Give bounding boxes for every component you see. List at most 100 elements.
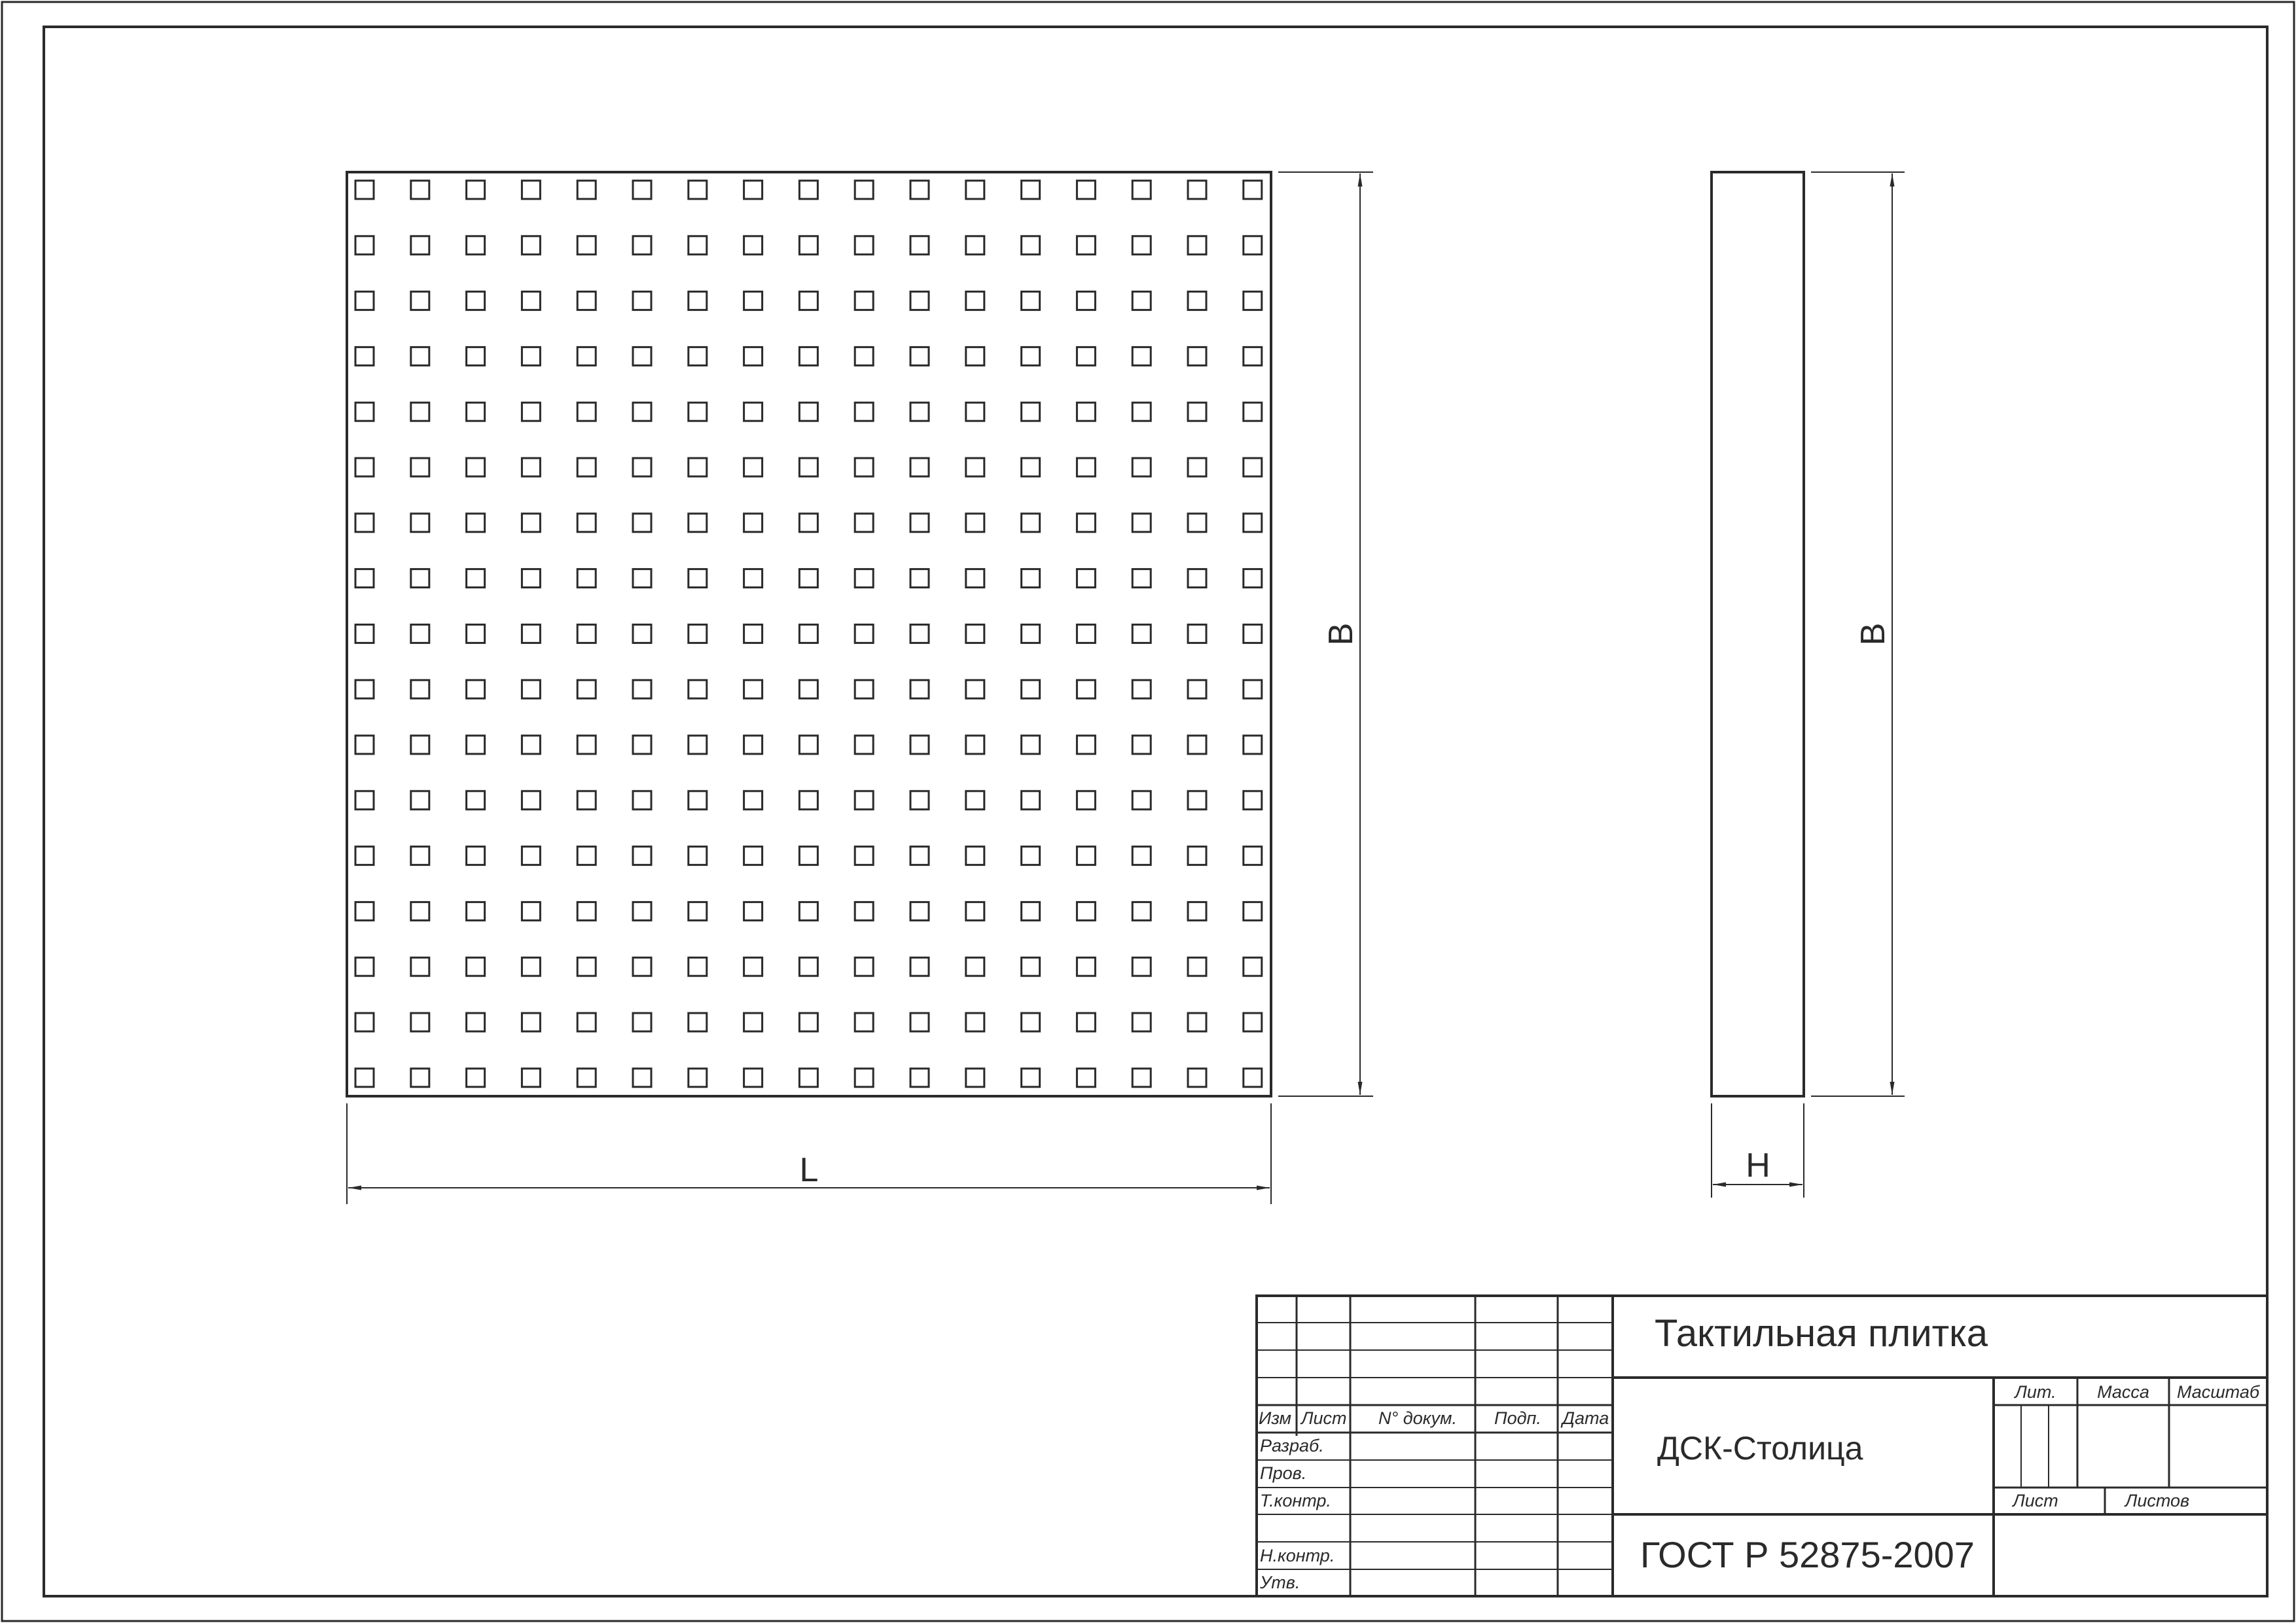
- role-tkontr: Т.контр.: [1260, 1491, 1331, 1510]
- dimension-label-b-plan: B: [1322, 623, 1360, 646]
- tactile-stud: [965, 512, 986, 533]
- tactile-stud: [853, 956, 874, 977]
- tactile-stud: [1075, 457, 1096, 478]
- tactile-stud: [520, 512, 541, 533]
- tactile-stud: [1020, 291, 1041, 312]
- tactile-stud: [1187, 291, 1208, 312]
- tactile-stud: [798, 512, 819, 533]
- tactile-stud: [520, 457, 541, 478]
- tactile-stud: [1242, 734, 1263, 755]
- tactile-stud: [1131, 901, 1152, 921]
- tactile-stud: [1020, 734, 1041, 755]
- tactile-stud: [798, 901, 819, 921]
- tactile-stud: [1131, 179, 1152, 200]
- tactile-stud: [1187, 401, 1208, 422]
- tactile-stud: [354, 235, 375, 256]
- tactile-stud: [465, 179, 486, 200]
- tactile-stud: [520, 734, 541, 755]
- tactile-stud: [576, 790, 597, 811]
- tactile-stud: [743, 790, 764, 811]
- tactile-stud: [520, 235, 541, 256]
- tactile-stud: [1242, 901, 1263, 921]
- dimension-label-h: H: [1746, 1147, 1770, 1185]
- tactile-stud: [354, 179, 375, 200]
- tactile-stud: [909, 512, 930, 533]
- tactile-stud: [853, 457, 874, 478]
- tactile-stud: [632, 235, 653, 256]
- tactile-stud: [1187, 1012, 1208, 1033]
- tactile-stud: [410, 679, 431, 700]
- title-block-outline: [1255, 1294, 2269, 1597]
- tactile-stud: [798, 235, 819, 256]
- role-prov: Пров.: [1260, 1463, 1306, 1483]
- tactile-stud: [1242, 179, 1263, 200]
- tactile-stud: [410, 901, 431, 921]
- tactile-stud: [354, 734, 375, 755]
- tactile-stud: [909, 457, 930, 478]
- tactile-stud: [520, 623, 541, 644]
- tactile-stud: [410, 568, 431, 589]
- tactile-stud: [1187, 901, 1208, 921]
- tactile-stud: [1075, 401, 1096, 422]
- tactile-stud: [354, 401, 375, 422]
- tactile-stud: [853, 901, 874, 921]
- tactile-stud: [965, 235, 986, 256]
- tactile-stud: [965, 291, 986, 312]
- tactile-stud: [743, 846, 764, 866]
- tactile-stud: [853, 512, 874, 533]
- tactile-stud: [1020, 623, 1041, 644]
- tactile-stud: [1187, 679, 1208, 700]
- role-utv: Утв.: [1259, 1573, 1300, 1592]
- tactile-stud: [965, 846, 986, 866]
- tactile-stud: [465, 956, 486, 977]
- tactile-stud: [687, 623, 708, 644]
- tactile-stud: [576, 734, 597, 755]
- tactile-stud: [798, 790, 819, 811]
- tactile-stud: [1020, 790, 1041, 811]
- tactile-stud: [1187, 235, 1208, 256]
- tactile-stud: [743, 568, 764, 589]
- tactile-stud: [1242, 512, 1263, 533]
- tactile-stud: [687, 235, 708, 256]
- tactile-stud: [853, 291, 874, 312]
- tactile-stud: [465, 346, 486, 366]
- tactile-stud: [687, 291, 708, 312]
- tactile-stud: [965, 623, 986, 644]
- tactile-stud: [1075, 235, 1096, 256]
- tactile-stud: [632, 901, 653, 921]
- stud-grid: [354, 179, 1263, 1088]
- title-block: Изм Лист N° докум. Подп. Дата Разраб. Пр…: [1255, 1294, 2269, 1597]
- tactile-stud: [576, 457, 597, 478]
- tactile-stud: [354, 901, 375, 921]
- tactile-stud: [410, 512, 431, 533]
- tactile-stud: [410, 956, 431, 977]
- tactile-stud: [798, 401, 819, 422]
- tactile-stud: [632, 291, 653, 312]
- tactile-stud: [687, 679, 708, 700]
- tactile-stud: [1187, 346, 1208, 366]
- tactile-stud: [1242, 679, 1263, 700]
- tactile-stud: [1020, 235, 1041, 256]
- tactile-stud: [1242, 401, 1263, 422]
- tactile-stud: [1131, 956, 1152, 977]
- tile-outline-side: [1710, 171, 1805, 1097]
- tactile-stud: [965, 346, 986, 366]
- tactile-stud: [576, 401, 597, 422]
- tactile-stud: [1242, 790, 1263, 811]
- tactile-stud: [576, 235, 597, 256]
- tactile-stud: [965, 1067, 986, 1088]
- tactile-stud: [1187, 568, 1208, 589]
- tactile-stud: [798, 346, 819, 366]
- tactile-stud: [909, 790, 930, 811]
- tactile-stud: [1131, 679, 1152, 700]
- tactile-stud: [1131, 734, 1152, 755]
- tactile-stud: [576, 956, 597, 977]
- tactile-stud: [687, 568, 708, 589]
- tactile-stud: [853, 790, 874, 811]
- tactile-stud: [965, 901, 986, 921]
- tactile-stud: [743, 291, 764, 312]
- tactile-stud: [743, 1067, 764, 1088]
- dimension-width-side: B: [1811, 171, 1905, 1097]
- tactile-stud: [965, 179, 986, 200]
- tactile-stud: [743, 401, 764, 422]
